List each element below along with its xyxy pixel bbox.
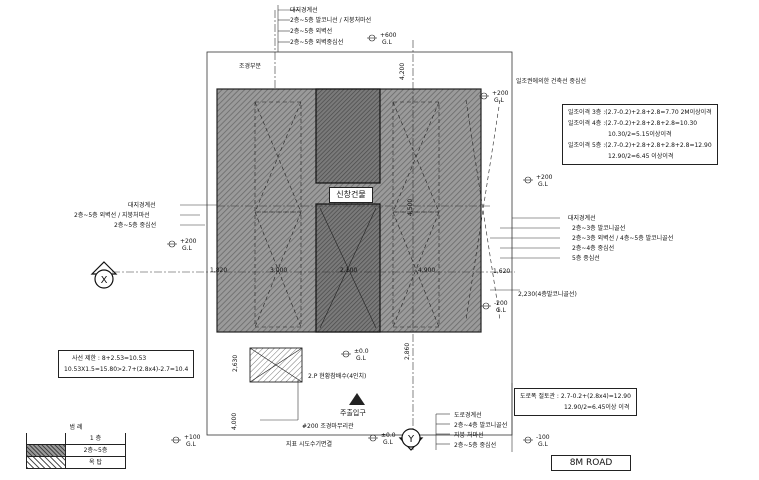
level-value: +600: [380, 32, 397, 39]
dimension-label: 3,000: [270, 267, 287, 274]
legend-row: 옥 탑: [26, 457, 126, 469]
left-callout: 2층~5층 외벽선 / 지붕처마선: [74, 211, 150, 219]
center-lines: [112, 10, 515, 450]
right-callout: 5층 중심선: [572, 254, 600, 262]
level-gl: G.L: [182, 245, 193, 252]
height-note: 사선 제한 : 8+2.53=10.53: [72, 355, 147, 362]
right-callout: 대지경계선: [568, 214, 596, 222]
setback-note: 일조이격 4층 :(2.7-0.2)+2.8+2.8+2.8=10.30: [568, 120, 698, 127]
road-height-note: 12.90/2=6.45이상 이격: [564, 404, 630, 411]
building-name-label: 신창건물: [329, 187, 373, 203]
svg-text:Y: Y: [407, 434, 415, 445]
legend-title: 범 례: [69, 424, 83, 431]
left-callout: 2층~5층 중심선: [114, 221, 156, 229]
top-callout: 2층~5층 발코니선 / 지붕처마선: [290, 16, 371, 24]
top-callout: 2층~5층 외벽중심선: [290, 38, 343, 46]
right-callout: 2층~3층 외벽선 / 4층~5층 발코니골선: [572, 234, 673, 242]
top-callout: 대지경계선: [290, 6, 318, 14]
level-value: +200: [492, 90, 509, 97]
level-gl: G.L: [382, 39, 393, 46]
level-gl: G.L: [356, 355, 367, 362]
dimension-label: 4,500: [407, 199, 414, 216]
level-gl: G.L: [383, 439, 394, 446]
level-value: -100: [536, 434, 550, 441]
entrance-arrow: [349, 393, 365, 405]
legend-row: 2층~5층: [26, 445, 126, 457]
level-gl: G.L: [496, 307, 507, 314]
site-boundary: [206, 51, 513, 436]
level-gl: G.L: [494, 97, 505, 104]
top-right-note: 일조권에의한 건축선 중심선: [516, 77, 586, 85]
setback-note: 일조이격 3층 :(2.7-0.2)+2.8+2.8=7.70 2M이상이격: [568, 109, 712, 116]
bottom-callout: 2층~4층 발코니골선: [454, 421, 507, 429]
top-callout: 2층~5층 외벽선: [290, 27, 332, 35]
legend: 범 례 1 층 2층~5층 옥 탑: [26, 423, 126, 469]
legend-label: 2층~5층: [83, 447, 108, 454]
setback-note: 12.90/2=6.45 이상이격: [608, 153, 674, 160]
right-callout: 2층~3층 발코니골선: [572, 224, 625, 232]
bottom-callout: 도로경계선: [454, 411, 482, 419]
level-value: ±0.0: [354, 348, 369, 355]
dimension-label: 4,000: [231, 413, 238, 430]
level-value: +100: [184, 434, 201, 441]
road-label: 8M ROAD: [551, 455, 631, 471]
left-room-outlines: [254, 101, 302, 328]
bottom-center-note: #200 조경마무리관: [302, 422, 354, 430]
dimension-label: 1,620: [493, 268, 510, 275]
level-gl: G.L: [538, 181, 549, 188]
dimension-label: 2,630: [232, 355, 239, 372]
rooftop-core: [315, 88, 381, 184]
setback-notes-box: 일조이격 3층 :(2.7-0.2)+2.8+2.8=7.70 2M이상이격 일…: [562, 104, 718, 165]
legend-label: 1 층: [89, 435, 102, 442]
setback-note: 일조이격 5층 :(2.7-0.2)+2.8+2.8+2.8+2.8=12.90: [568, 142, 712, 149]
dimension-label: 4,200: [399, 63, 406, 80]
setback-note: 10.30/2=5.15이상이격: [608, 131, 672, 138]
legend-row: 1 층: [26, 433, 126, 445]
grid-marker-x: [94, 269, 114, 289]
road-height-box: 도로폭 절토관 : 2.7-0.2+(2.8x4)=12.90 12.90/2=…: [514, 388, 637, 416]
level-value: -200: [494, 300, 508, 307]
left-callout: 대지경계선: [128, 201, 156, 209]
level-marker: ±0.0G.L: [341, 348, 369, 362]
legend-label: 옥 탑: [89, 459, 102, 466]
dimension-label: 2,860: [404, 343, 411, 360]
road-height-note: 도로폭 절토관 : 2.7-0.2+(2.8x4)=12.90: [520, 393, 631, 400]
bottom-center-note: 지표 시도수기면결: [286, 440, 332, 448]
level-gl: G.L: [186, 441, 197, 448]
level-marker: ±0.0G.L: [368, 432, 396, 446]
level-value: +200: [536, 174, 553, 181]
height-note: 10.53X1.5=15.80>2.7+(2.8x4)-2.7=10.4: [64, 366, 189, 373]
bottom-callout: 2층~5층 중심선: [454, 441, 496, 449]
right-callout: 2층~4층 중심선: [572, 244, 614, 252]
dimension-label: 2,100: [340, 267, 357, 274]
landscape-label: 조경부분: [239, 63, 262, 70]
dimension-label: 2,230(4층발코니골선): [518, 290, 577, 298]
level-gl: G.L: [538, 441, 549, 448]
parking-note: 2.P 현황참배수(4인치): [308, 372, 366, 380]
dimension-label: 1,820: [210, 267, 227, 274]
level-value: ±0.0: [381, 432, 396, 439]
grid-marker-y: [401, 428, 421, 448]
bottom-callout: 지붕 처마선: [454, 431, 484, 439]
level-value: +200: [180, 238, 197, 245]
right-room-outlines: [392, 99, 501, 328]
svg-text:X: X: [101, 275, 108, 286]
height-limit-box: 사선 제한 : 8+2.53=10.53 10.53X1.5=15.80>2.7…: [58, 350, 195, 378]
entrance-label: 주출입구: [340, 408, 366, 417]
dimension-label: 4,900: [418, 267, 435, 274]
